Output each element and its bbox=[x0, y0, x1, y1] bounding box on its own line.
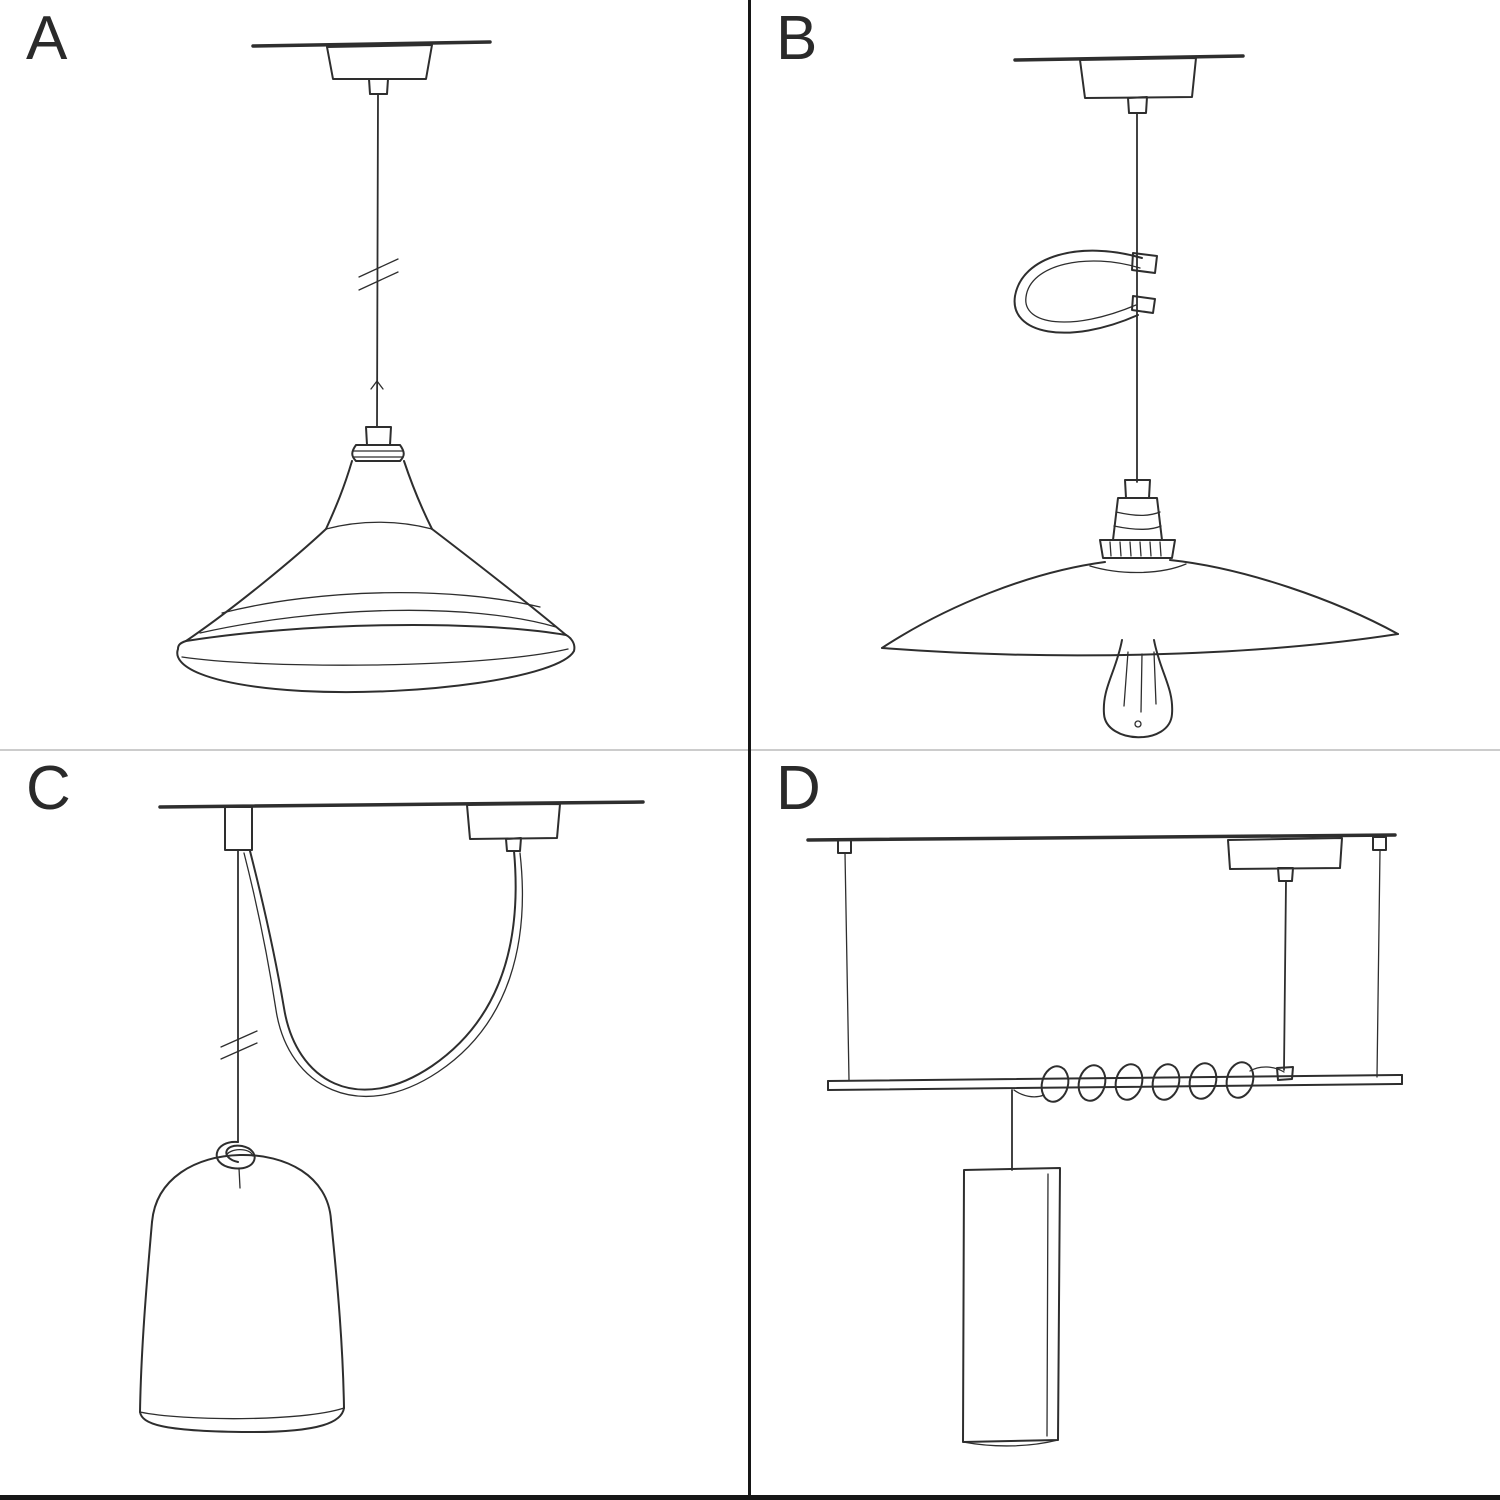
center-drop-cable-icon bbox=[1276, 880, 1294, 1081]
tube-pendant-icon bbox=[962, 1089, 1061, 1447]
cable-loop-clip-icon bbox=[1013, 249, 1158, 334]
vertical-divider bbox=[748, 0, 751, 1500]
light-bulb-icon bbox=[1102, 639, 1174, 739]
panel-d-label: D bbox=[776, 754, 822, 823]
suspended-bar-wrapped-cable-tube-pendant-sketch bbox=[806, 833, 1403, 1447]
ceiling-line-icon bbox=[806, 833, 1397, 842]
flat-plate-shade-icon bbox=[881, 559, 1399, 657]
straight-pendant-industrial-bowl-shade-sketch bbox=[176, 40, 576, 694]
pendant-cable-icon bbox=[358, 93, 399, 428]
panel-c: C bbox=[0, 750, 750, 1500]
wrapped-cable-coils-icon bbox=[1013, 1061, 1285, 1103]
lamp-holder-icon bbox=[325, 426, 433, 530]
ceiling-rose-icon bbox=[251, 40, 492, 95]
bottom-border-line bbox=[0, 1495, 1500, 1500]
industrial-bowl-shade-icon bbox=[176, 528, 576, 694]
swag-hook-pendant-bell-dome-shade-sketch bbox=[139, 800, 645, 1434]
lamp-holder-icon bbox=[1099, 479, 1176, 559]
ceiling-rose-icon bbox=[466, 803, 561, 852]
left-hanger-cable-icon bbox=[837, 839, 852, 1081]
panel-b-label: B bbox=[776, 4, 819, 73]
panel-d: D bbox=[750, 750, 1500, 1500]
swag-cable-icon bbox=[243, 850, 524, 1098]
swag-hook-icon bbox=[224, 806, 253, 851]
panel-a: A bbox=[0, 0, 750, 750]
panel-c-label: C bbox=[26, 754, 72, 823]
ceiling-rose-icon bbox=[1227, 837, 1343, 882]
bell-dome-shade-icon bbox=[139, 1148, 345, 1434]
right-hanger-cable-icon bbox=[1372, 836, 1387, 1078]
cable-knot-icon bbox=[215, 1140, 256, 1189]
ceiling-rose-icon bbox=[1013, 54, 1245, 114]
drop-cable-icon bbox=[220, 849, 258, 1143]
pendant-cable-loop-flat-plate-shade-exposed-bulb-sketch bbox=[881, 54, 1399, 739]
panel-a-label: A bbox=[26, 4, 69, 73]
panel-b: B bbox=[750, 0, 1500, 750]
